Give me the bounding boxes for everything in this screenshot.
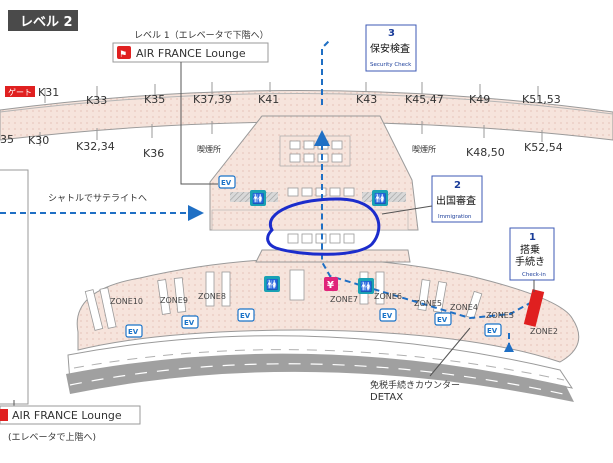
immigration-highlight-circle [266, 197, 381, 256]
security-subtitle: Security Check [370, 62, 412, 68]
level-badge-label: レベル 2 [20, 15, 73, 30]
gate-k41: K41 [258, 93, 279, 106]
gate-k35: K35 [144, 93, 165, 106]
svg-text:EV: EV [437, 316, 448, 324]
gate-k52-54: K52,54 [524, 141, 563, 154]
pier-concourse [0, 89, 613, 141]
zone-10: ZONE10 [110, 297, 143, 306]
smoking-area-right: 喫煙所 [412, 144, 436, 154]
elevator-icon: EV [434, 312, 452, 326]
zone-6: ZONE6 [374, 292, 402, 301]
svg-text:EV: EV [184, 319, 195, 327]
shuttle-label: シャトルでサテライトへ [48, 193, 147, 204]
gate-k51-53: K51,53 [522, 93, 561, 106]
toilet-icon: 🚻 [372, 190, 388, 206]
lounge-top-leader [180, 62, 218, 185]
lounge-bottom-note: (エレベータで上階へ) [8, 432, 96, 443]
gate-k32-34: K32,34 [76, 140, 115, 153]
zone-4: ZONE4 [450, 303, 478, 312]
elevator-icon: EV [125, 324, 143, 338]
security-check-box [365, 24, 417, 72]
zone-3: ZONE3 [486, 311, 514, 320]
lounge-icon [117, 46, 131, 59]
gate-badge-label: ゲート [8, 87, 32, 97]
elevator-icon: EV [237, 308, 255, 322]
elevator-icon: EV [218, 175, 236, 189]
smoking-area-left: 喫煙所 [197, 144, 221, 154]
gate-k45-47: K45,47 [405, 93, 444, 106]
check-in-hall [76, 257, 580, 363]
gate-k30: K30 [28, 134, 49, 147]
immigration-title: 出国審査 [436, 194, 476, 207]
security-title: 保安検査 [370, 42, 410, 55]
immigration-subtitle: Immigration [438, 214, 472, 220]
gate-stubs [39, 82, 543, 146]
gate-k49: K49 [469, 93, 490, 106]
gate-k48-50: K48,50 [466, 146, 505, 159]
svg-text:EV: EV [128, 328, 139, 336]
svg-text:🚻: 🚻 [374, 192, 386, 205]
gate-k31: K31 [38, 86, 59, 99]
satellite-building [0, 169, 29, 405]
svg-text:EV: EV [240, 312, 251, 320]
lounge-bottom-name: AIR FRANCE Lounge [12, 409, 122, 422]
zone-9: ZONE9 [160, 296, 188, 305]
svg-text:EV: EV [382, 312, 393, 320]
check-in-title-line2: 手続き [515, 255, 545, 268]
zone-2: ZONE2 [530, 327, 558, 336]
gate-35-partial: 35 [0, 133, 14, 146]
road [66, 353, 574, 402]
gate-k37-39: K37,39 [193, 93, 232, 106]
level-badge [8, 10, 78, 31]
toilet-icon: 🚻 [358, 278, 374, 294]
svg-text:EV: EV [487, 327, 498, 335]
gate-k43: K43 [356, 93, 377, 106]
svg-text:🚻: 🚻 [252, 192, 264, 205]
check-in-box [509, 227, 555, 281]
lounge-bottom-box [0, 405, 141, 425]
security-number: 3 [388, 28, 395, 39]
lounge-icon [0, 409, 8, 421]
svg-text:🚻: 🚻 [360, 280, 372, 293]
elevator-icon: EV [484, 323, 502, 337]
lounge-top-box [112, 42, 269, 63]
zone-5: ZONE5 [414, 299, 442, 308]
detax-label: 免税手続きカウンター [370, 379, 460, 391]
svg-text:🚻: 🚻 [266, 278, 278, 291]
gate-k36: K36 [143, 147, 164, 160]
check-in-number: 1 [529, 232, 536, 243]
svg-text:EV: EV [221, 179, 232, 187]
check-in-title-line1: 搭乗 [520, 243, 540, 256]
check-in-subtitle: Check-in [522, 272, 546, 278]
currency-exchange-icon [324, 277, 338, 291]
toilet-icon: 🚻 [250, 190, 266, 206]
zone-7: ZONE7 [330, 295, 358, 304]
immigration-box [431, 175, 483, 223]
svg-text:⚑: ⚑ [119, 50, 127, 60]
zone-8: ZONE8 [198, 292, 226, 301]
lounge-top-note: レベル 1（エレベータで下階へ） [134, 30, 269, 41]
toilet-icon: 🚻 [264, 276, 280, 292]
immigration-number: 2 [454, 180, 461, 191]
elevator-icon: EV [181, 315, 199, 329]
lounge-top-name: AIR FRANCE Lounge [136, 47, 246, 60]
currency-exchange-symbol: ¥ [327, 280, 334, 291]
elevator-icon: EV [379, 308, 397, 322]
gate-k33: K33 [86, 94, 107, 107]
gate-badge [5, 86, 35, 97]
detax-sublabel: DETAX [370, 392, 403, 403]
check-in-counter-highlight [523, 289, 545, 327]
